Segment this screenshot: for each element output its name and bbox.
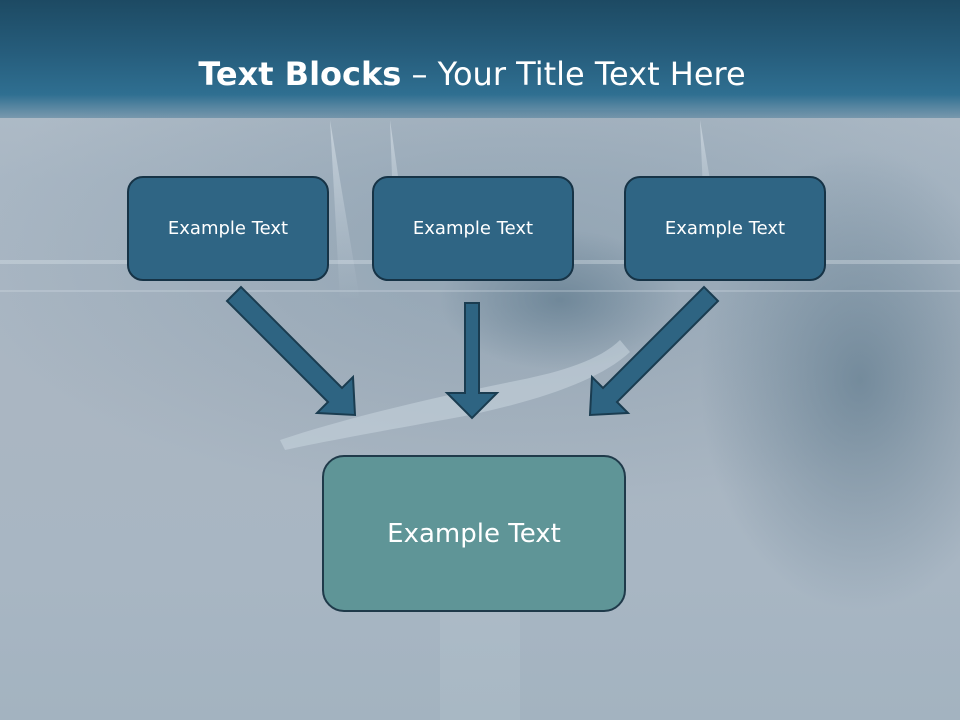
text-block-right-label: Example Text [664, 218, 786, 239]
text-block-right[interactable]: Example Text [624, 176, 826, 281]
text-block-middle-label: Example Text [412, 218, 534, 239]
text-block-middle[interactable]: Example Text [372, 176, 574, 281]
header-band [0, 0, 960, 118]
text-block-bottom-label: Example Text [387, 518, 561, 549]
title-regular-part: – Your Title Text Here [401, 55, 746, 93]
text-block-left-label: Example Text [167, 218, 289, 239]
arrow-left-icon [225, 285, 357, 417]
title-bold-part: Text Blocks [198, 55, 402, 93]
arrow-down-icon [444, 302, 500, 420]
text-block-left[interactable]: Example Text [127, 176, 329, 281]
slide-title: Text Blocks – Your Title Text Here [0, 52, 944, 96]
arrow-right-icon [588, 285, 720, 417]
text-block-bottom[interactable]: Example Text [322, 455, 626, 612]
